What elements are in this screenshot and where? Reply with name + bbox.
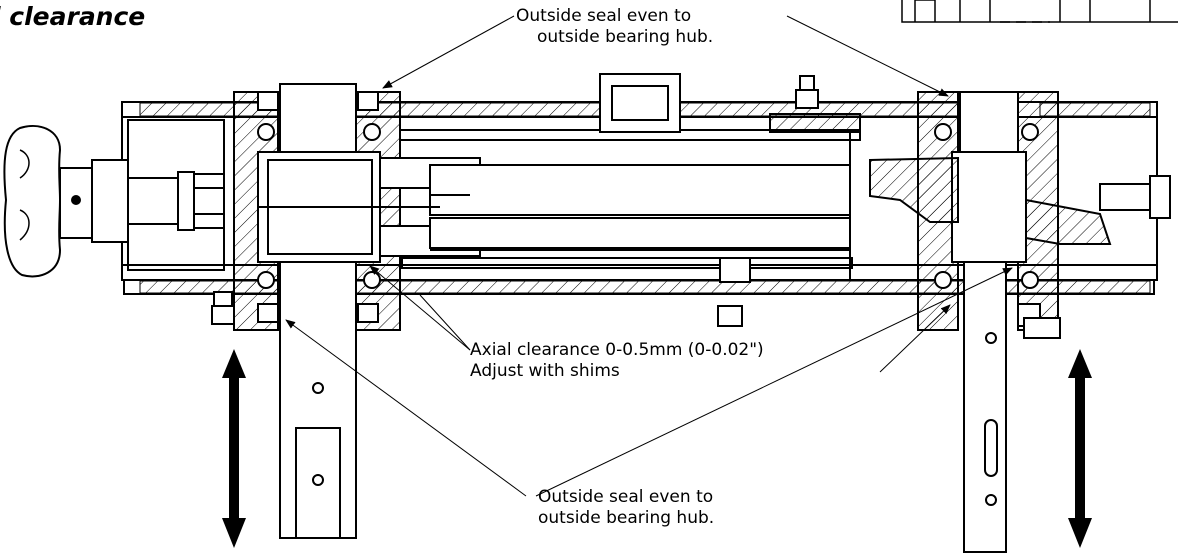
top-seal-callout-line1: Outside seal even to (516, 6, 692, 26)
top-seal-callout-line2: outside bearing hub. (537, 27, 714, 47)
double-arrow-icon (222, 349, 246, 548)
left-bearing-assembly (127, 83, 401, 539)
inset-partial-view (901, 0, 1178, 23)
leader-lines (285, 15, 1013, 497)
bottom-seal-callout-line1: Outside seal even to (538, 487, 714, 507)
axial-clearance-callout-line1: Axial clearance 0-0.5mm (0-0.02") (470, 340, 764, 360)
central-shafts (379, 73, 861, 327)
bottom-seal-callout-line2: outside bearing hub. (538, 508, 715, 528)
right-bearing-assembly (869, 91, 1171, 553)
knob-icon (3, 125, 225, 278)
double-arrow-icon (1068, 349, 1092, 548)
axial-clearance-callout-line2: Adjust with shims (470, 361, 620, 381)
page-title: l clearance (0, 2, 146, 31)
